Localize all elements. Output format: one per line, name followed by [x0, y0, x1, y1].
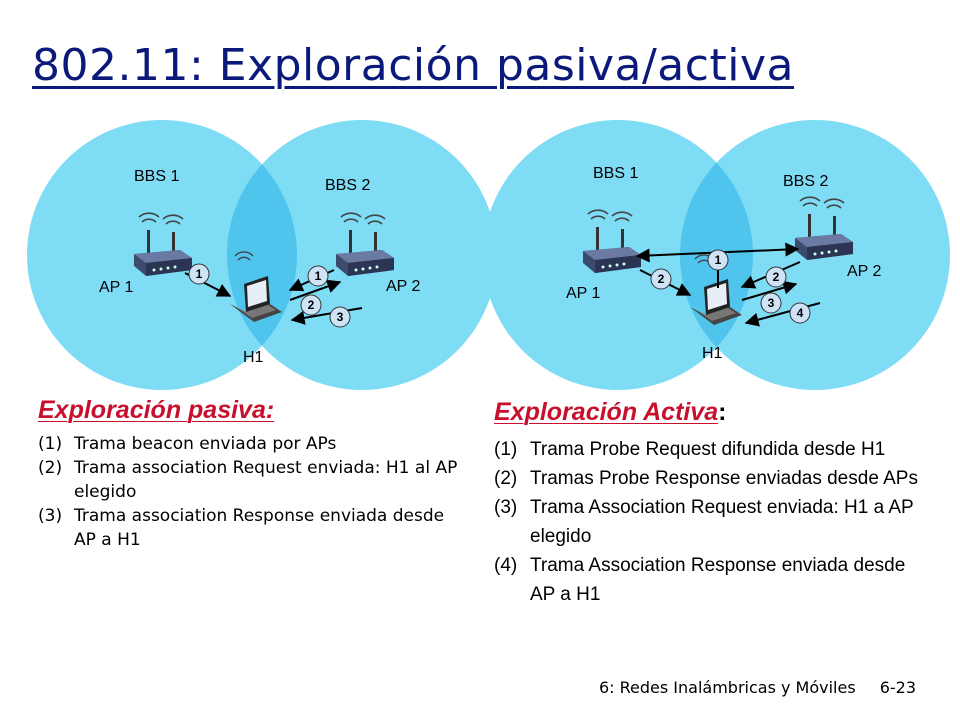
page-number: 6-23: [879, 678, 916, 697]
list-item: (2) Trama association Request enviada: H1…: [38, 456, 458, 504]
bbs1-label: BBS 1: [593, 165, 638, 182]
passive-steps-list: (1) Trama beacon enviada por APs (2) Trama…: [38, 432, 458, 552]
passive-scanning-diagram: BBS 1 BBS 2 AP 1 AP 2 H1 1 1 2 3: [27, 120, 497, 390]
step-number: (4): [494, 555, 518, 576]
svg-text:1: 1: [715, 253, 722, 267]
list-item: (3) Trama association Response enviada de…: [38, 504, 458, 552]
step-number: (2): [38, 458, 63, 478]
step-text: Trama beacon enviada por APs: [74, 434, 337, 454]
step-text: Trama association Request enviada: H1 al…: [74, 458, 458, 502]
step-badge: 4: [789, 302, 811, 324]
bbs1-label: BBS 1: [134, 168, 179, 185]
svg-text:1: 1: [196, 267, 203, 281]
step-number: (1): [38, 434, 63, 454]
bbs2-label: BBS 2: [783, 173, 828, 190]
arrow-assoc-request: [741, 280, 798, 301]
bbs2-label: BBS 2: [325, 177, 370, 194]
svg-text:1: 1: [315, 269, 322, 283]
slide-footer: 6: Redes Inalámbricas y Móviles 6-23: [599, 678, 916, 697]
step-badge: 2: [650, 268, 672, 290]
svg-text:2: 2: [658, 272, 665, 286]
step-badge: 1: [188, 263, 210, 285]
step-text: Trama Association Response enviada desde…: [530, 555, 906, 605]
passive-scanning-heading: Exploración pasiva:: [38, 396, 274, 425]
step-text: Trama Probe Request difundida desde H1: [530, 439, 886, 460]
step-badge: 3: [329, 306, 351, 328]
step-badge: 3: [760, 292, 782, 314]
svg-text:3: 3: [768, 296, 775, 310]
active-heading-colon: :: [718, 398, 727, 426]
list-item: (1) Trama beacon enviada por APs: [38, 432, 458, 456]
svg-text:3: 3: [337, 310, 344, 324]
svg-text:4: 4: [797, 306, 804, 320]
ap2-label: AP 2: [386, 278, 421, 295]
passive-heading-text: Exploración pasiva:: [38, 396, 275, 424]
slide-title: 802.11: Exploración pasiva/activa: [32, 40, 794, 91]
list-item: (3) Trama Association Request enviada: H1…: [494, 493, 934, 551]
list-item: (1) Trama Probe Request difundida desde H…: [494, 435, 934, 464]
step-number: (1): [494, 439, 518, 460]
h1-label: H1: [243, 349, 264, 366]
step-text: Trama association Response enviada desde…: [74, 506, 445, 550]
step-badge: 2: [765, 266, 787, 288]
ap2-label: AP 2: [847, 263, 882, 280]
active-heading-text: Exploración Activa: [494, 398, 719, 426]
ap1-label: AP 1: [566, 285, 601, 302]
step-number: (3): [38, 506, 63, 526]
step-number: (2): [494, 468, 518, 489]
step-number: (3): [494, 497, 518, 518]
step-badge: 1: [307, 265, 329, 287]
step-badge: 1: [707, 249, 729, 271]
list-item: (2) Tramas Probe Response enviadas desde …: [494, 464, 934, 493]
active-steps-list: (1) Trama Probe Request difundida desde H…: [494, 435, 934, 609]
svg-text:2: 2: [773, 270, 780, 284]
step-text: Tramas Probe Response enviadas desde APs: [530, 468, 918, 489]
svg-text:2: 2: [308, 298, 315, 312]
active-scanning-heading: Exploración Activa:: [494, 398, 726, 427]
step-text: Trama Association Request enviada: H1 a …: [530, 497, 914, 547]
step-badge: 2: [300, 294, 322, 316]
footer-course-title: 6: Redes Inalámbricas y Móviles: [598, 678, 856, 697]
arrow-assoc-response: [290, 307, 363, 325]
active-scanning-diagram: BBS 1 BBS 2 AP 1 AP 2 H1 1 2 2 3: [483, 120, 950, 390]
ap1-label: AP 1: [99, 279, 134, 296]
list-item: (4) Trama Association Response enviada de…: [494, 551, 934, 609]
arrow-assoc-request: [289, 279, 342, 301]
h1-label: H1: [702, 345, 723, 362]
